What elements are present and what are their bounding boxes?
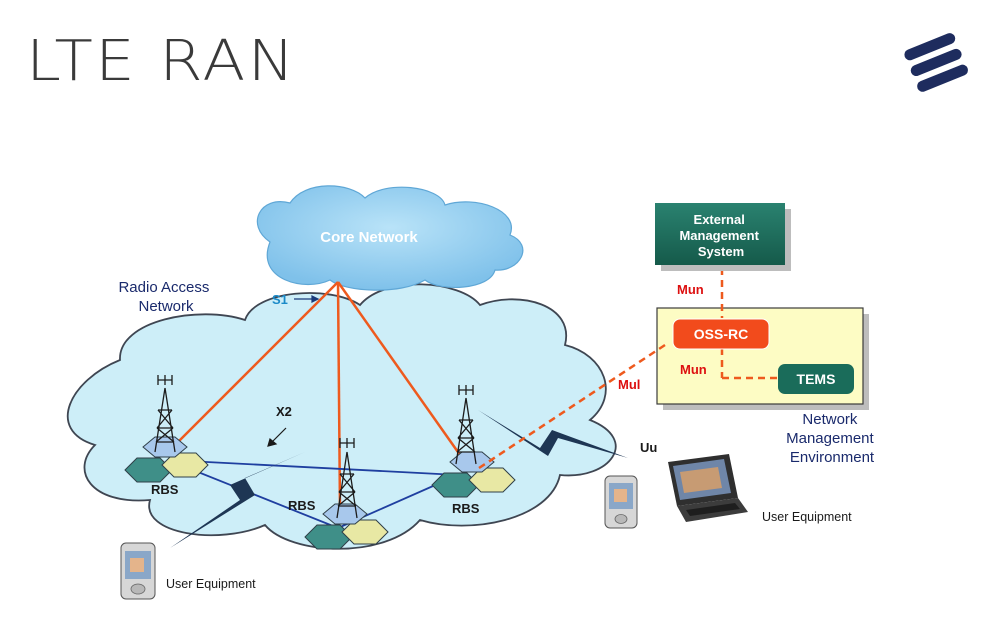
rbs-label: RBS <box>452 501 480 516</box>
s1-interface-label: S1 <box>272 292 288 307</box>
laptop-icon <box>668 454 748 522</box>
handset-icon <box>120 542 156 600</box>
s1-links <box>167 281 467 511</box>
user-equipment-label: User Equipment <box>166 577 256 591</box>
external-management-system-box <box>655 203 791 271</box>
s1-arrow-icon <box>294 295 320 303</box>
rbs-cell-3 <box>431 451 516 498</box>
oss-rc-box[interactable] <box>672 318 770 350</box>
tems-box[interactable] <box>778 364 854 394</box>
oss-rc-label: OSS-RC <box>694 326 748 342</box>
network-management-environment-label: Network Management Environment <box>786 411 878 466</box>
mgmt-links <box>475 268 782 472</box>
radio-link-bolts <box>170 410 628 548</box>
handset-icon <box>604 475 638 529</box>
external-management-system-label: External Management System <box>679 212 762 259</box>
rbs-label: RBS <box>288 498 316 513</box>
mun-interface-label-mid: Mun <box>680 362 707 377</box>
radio-access-network-label: Radio Access Network <box>118 279 213 315</box>
core-network-cloud <box>257 185 524 291</box>
rbs-cell-1 <box>124 436 209 483</box>
mul-interface-label: Mul <box>618 377 640 392</box>
tems-label: TEMS <box>797 371 836 387</box>
antenna-tower-icon <box>455 385 477 465</box>
antenna-tower-icon <box>154 375 176 453</box>
uu-interface-label: Uu <box>640 440 657 455</box>
mun-interface-label-top: Mun <box>677 282 704 297</box>
user-equipment-label: User Equipment <box>762 510 852 524</box>
x2-arrow-icon <box>267 427 287 447</box>
slide-title: LTE RAN <box>26 29 297 94</box>
ericsson-logo-icon <box>904 33 968 92</box>
x2-interface-label: X2 <box>276 404 292 419</box>
rbs-label: RBS <box>151 482 179 497</box>
antenna-tower-icon <box>336 438 358 519</box>
core-network-label: Core Network <box>320 229 418 246</box>
